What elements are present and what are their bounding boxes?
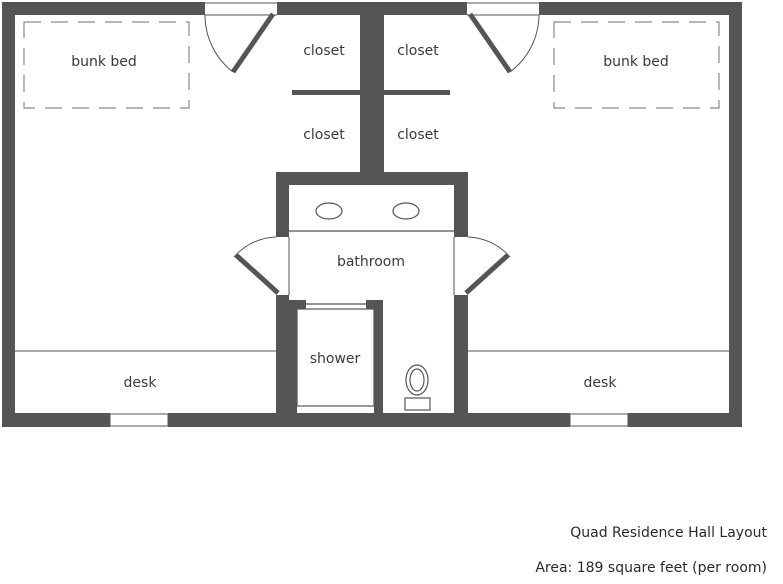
- label-shower: shower: [310, 351, 361, 367]
- window-right: [569, 413, 629, 427]
- door-swing-arc: [509, 14, 540, 73]
- bath-wall-top: [276, 172, 468, 185]
- label-bunk-bed-right: bunk bed: [603, 54, 669, 70]
- room-labels: bunk bed bunk bed closet closet closet c…: [71, 43, 669, 391]
- shower-stall: [296, 308, 375, 407]
- shower-wall-right: [374, 300, 383, 415]
- shower-wall-left: [289, 300, 297, 415]
- outer-wall-left: [2, 2, 15, 427]
- door-right-room: [467, 2, 540, 74]
- sink-left: [315, 202, 343, 220]
- bunk-bed-left-outline: [23, 21, 190, 109]
- outer-wall-bottom-2: [168, 413, 570, 427]
- window-left: [109, 413, 169, 427]
- outer-wall-bottom-3: [628, 413, 742, 427]
- label-desk-right: desk: [584, 375, 618, 391]
- door-swing-arc: [233, 236, 277, 258]
- door-bath-right: [453, 236, 511, 295]
- sink-right: [392, 202, 420, 220]
- closet-divider-wall: [360, 2, 384, 174]
- bath-wall-left-lower: [276, 295, 289, 415]
- area-caption: Area: 189 square feet (per room): [535, 560, 767, 576]
- door-leaf: [230, 12, 276, 74]
- label-closet-bottom-right: closet: [397, 127, 439, 143]
- door-bath-left: [233, 236, 290, 295]
- door-leaf: [234, 253, 280, 295]
- label-bathroom: bathroom: [337, 254, 405, 270]
- doors: [204, 2, 540, 295]
- walls: [2, 2, 742, 427]
- door-leaf: [464, 253, 510, 295]
- label-closet-top-right: closet: [397, 43, 439, 59]
- label-desk-left: desk: [124, 375, 158, 391]
- bath-wall-right-lower: [454, 295, 468, 415]
- door-swing-arc: [467, 236, 511, 258]
- shower-wall-top-left: [289, 300, 306, 309]
- layout-title: Quad Residence Hall Layout: [570, 525, 767, 541]
- bunk-bed-right-outline: [553, 21, 720, 109]
- bath-wall-left-upper: [276, 172, 289, 237]
- outer-wall-top-left: [2, 2, 205, 15]
- outer-wall-bottom-1: [2, 413, 110, 427]
- outer-wall-top-right: [539, 2, 742, 15]
- windows: [109, 413, 629, 427]
- closet-shelf-left: [292, 90, 360, 95]
- toilet-seat-inner: [409, 368, 425, 392]
- bath-wall-right-upper: [454, 172, 468, 237]
- label-bunk-bed-left: bunk bed: [71, 54, 137, 70]
- closet-shelf-right: [384, 90, 450, 95]
- outer-wall-right: [729, 2, 742, 427]
- door-leaf: [467, 12, 513, 74]
- door-swing-arc: [204, 14, 234, 73]
- label-closet-bottom-left: closet: [303, 127, 345, 143]
- vanity: [289, 202, 454, 232]
- label-closet-top-left: closet: [303, 43, 345, 59]
- bunk-beds: [23, 21, 720, 109]
- closet-shelves: [292, 90, 450, 95]
- fixtures: [296, 303, 431, 411]
- toilet-bowl: [405, 364, 429, 396]
- toilet-tank: [404, 397, 431, 411]
- shower-wall-top-right: [366, 300, 383, 309]
- door-left-room: [204, 2, 277, 74]
